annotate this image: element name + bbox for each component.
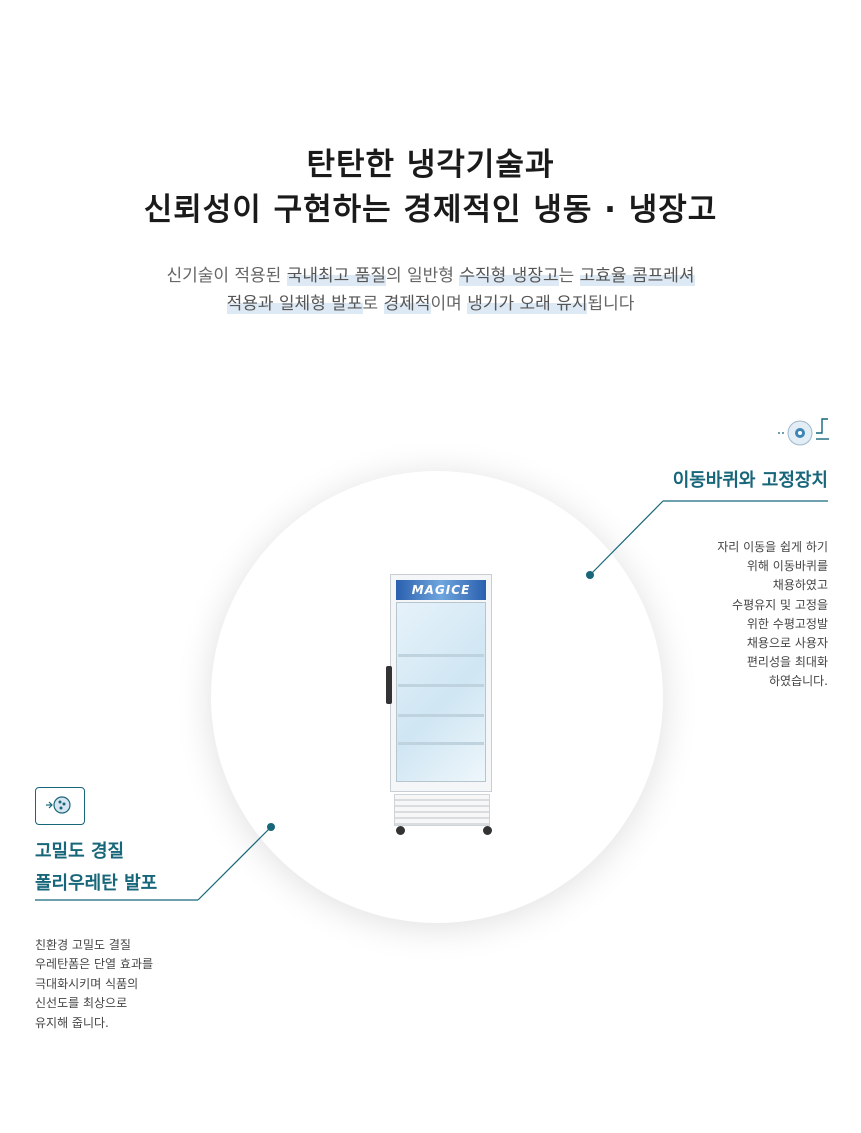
refrigerator-image: MAGICE	[386, 574, 496, 836]
fridge-shelf	[398, 654, 484, 657]
right-connector-dot	[586, 571, 594, 579]
foam-feature-description: 친환경 고밀도 결질 우레탄폼은 단열 효과를 극대화시키며 식품의 신선도를 …	[35, 936, 153, 1033]
desc-line: 자리 이동을 쉽게 하기	[717, 540, 828, 554]
subtitle-line2: 적용과 일체형 발포로 경제적이며 냉기가 오래 유지됩니다	[0, 290, 861, 318]
subtitle-text: 의 일반형	[385, 266, 460, 286]
subtitle-text: 이며	[430, 294, 468, 314]
left-connector-dot	[267, 823, 275, 831]
desc-line: 편리성을 최대화	[746, 655, 828, 670]
subtitle: 신기술이 적용된 국내최고 품질의 일반형 수직형 냉장고는 고효율 콤프레셔 …	[0, 262, 861, 318]
fridge-glass-door	[396, 602, 486, 782]
highlighted-text: 고효율 콤프레셔	[579, 266, 695, 286]
subtitle-text: 는	[558, 266, 580, 286]
fridge-shelf	[398, 714, 484, 717]
highlighted-text: 경제적	[383, 294, 431, 314]
highlighted-text: 적용과 일체형 발포	[226, 294, 363, 314]
desc-line: 위한 수평고정발	[746, 616, 828, 631]
wheel-feature-heading: 이동바퀴와 고정장치	[672, 470, 828, 491]
desc-line: 친환경 고밀도 결질	[35, 938, 131, 952]
wheel-icon	[778, 418, 829, 446]
main-title-line1: 탄탄한 냉각기술과	[306, 147, 555, 183]
heading-line: 고밀도 경질	[35, 841, 125, 862]
right-connector-line	[589, 500, 664, 576]
main-title-line2: 신뢰성이 구현하는 경제적인 냉동 · 냉장고	[143, 192, 718, 228]
subtitle-text: 됩니다	[587, 294, 635, 314]
desc-line: 채용으로 사용자	[746, 636, 828, 651]
fridge-shelf	[398, 742, 484, 745]
subtitle-text: 신기술이 적용된	[166, 266, 287, 286]
left-connector-line	[197, 826, 272, 901]
fridge-wheel	[396, 826, 405, 835]
wheel-feature-description: 자리 이동을 쉽게 하기 위해 이동바퀴를 채용하였고 수평유지 및 고정을 위…	[620, 538, 828, 692]
fridge-logo: MAGICE	[411, 583, 471, 597]
desc-line: 채용하였고	[772, 578, 828, 593]
desc-line: 수평유지 및 고정을	[732, 597, 828, 612]
desc-line: 위해 이동바퀴를	[746, 559, 828, 574]
fridge-logo-band: MAGICE	[396, 580, 486, 600]
foam-insulation-icon	[35, 787, 85, 825]
foam-feature-heading: 고밀도 경질 폴리우레탄 발포	[35, 836, 157, 900]
desc-line: 유지해 줍니다.	[35, 1015, 109, 1030]
highlighted-text: 냉기가 오래 유지	[467, 294, 588, 314]
desc-line: 우레탄폼은 단열 효과를	[35, 957, 154, 972]
subtitle-line1: 신기술이 적용된 국내최고 품질의 일반형 수직형 냉장고는 고효율 콤프레셔	[0, 262, 861, 290]
desc-line: 극대화시키며 식품의	[35, 976, 139, 991]
highlighted-text: 수직형 냉장고	[459, 266, 559, 286]
desc-line: 하였습니다.	[768, 674, 828, 689]
desc-line: 신선도를 최상으로	[35, 996, 128, 1011]
heading-line: 폴리우레탄 발포	[35, 873, 158, 894]
fridge-base-grille	[394, 794, 490, 826]
fridge-shelf	[398, 684, 484, 687]
highlighted-text: 국내최고 품질	[286, 266, 386, 286]
fridge-wheel	[483, 826, 492, 835]
fridge-handle	[386, 666, 392, 704]
subtitle-text: 로	[362, 294, 384, 314]
main-title: 탄탄한 냉각기술과 신뢰성이 구현하는 경제적인 냉동 · 냉장고	[0, 143, 861, 233]
